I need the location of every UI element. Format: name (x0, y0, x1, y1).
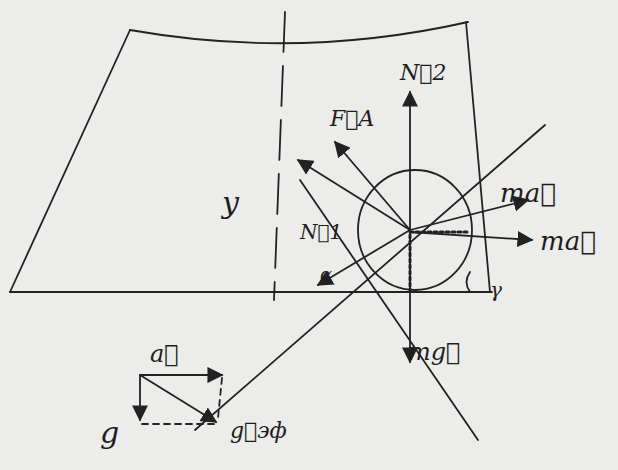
force-arrow (335, 142, 410, 230)
vector-label: g (100, 418, 119, 448)
force-label: N⃗2 (400, 62, 446, 84)
vector-arrow (139, 375, 141, 420)
dashed-line (142, 423, 214, 425)
angle-arc (467, 272, 471, 292)
dashed-line (218, 378, 222, 418)
angle-label: α (320, 266, 332, 284)
vessel-bottom (10, 291, 492, 293)
force-label: mg⃗ (408, 340, 461, 364)
force-label: ma⃗ (540, 228, 596, 254)
force-arrow (409, 92, 411, 230)
force-label: F⃗A (330, 108, 374, 130)
vector-label: a⃗ (150, 342, 179, 366)
vector-arrow (140, 374, 222, 376)
vessel-wall (466, 22, 490, 292)
axis-label: y (222, 188, 239, 218)
vector-label: g⃗эф (230, 420, 287, 442)
vessel-wall (10, 30, 130, 292)
construction-line (195, 125, 545, 430)
angle-label: γ (490, 280, 502, 300)
force-label: N⃗1 (300, 222, 342, 242)
axis-line (274, 12, 285, 300)
vector-arrow (140, 375, 216, 422)
force-arrow (298, 160, 410, 230)
force-arrow (410, 232, 532, 240)
force-label: ma⃗ (500, 180, 556, 206)
vessel-top (130, 22, 468, 43)
